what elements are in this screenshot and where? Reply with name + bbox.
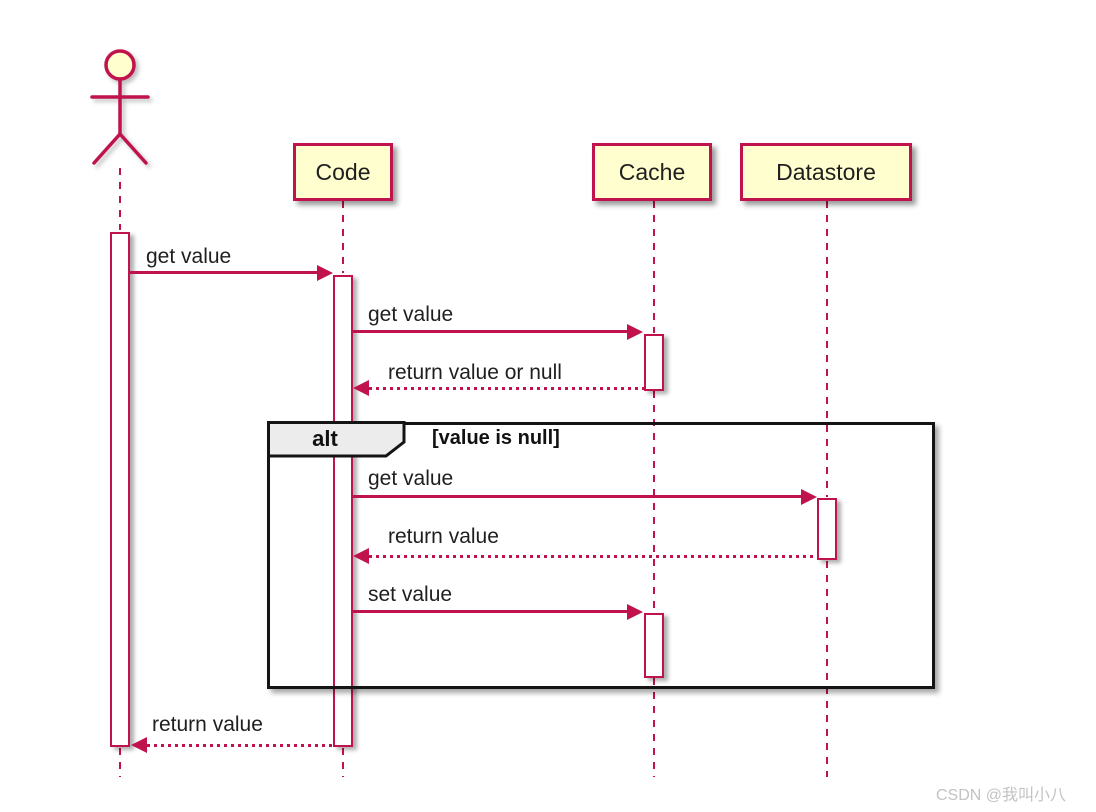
watermark-text: CSDN @我叫小八 — [936, 787, 1067, 804]
message-label-2: get value — [368, 303, 454, 326]
participant-box-cache: Cache — [592, 143, 712, 201]
message-label-6: set value — [368, 583, 453, 606]
message-arrow-5 — [369, 555, 817, 558]
lifeline-cache-3 — [653, 678, 655, 777]
message-arrow-6 — [353, 610, 627, 613]
activation-bar-datastore — [817, 498, 837, 560]
participant-box-datastore: Datastore — [740, 143, 912, 201]
actor-icon — [90, 49, 150, 165]
alt-operator-label: alt — [312, 426, 338, 451]
participant-label-cache: Cache — [618, 158, 686, 185]
participant-box-code: Code — [293, 143, 393, 201]
message-label-5: return value — [388, 525, 499, 548]
arrowhead-left-icon — [353, 380, 369, 396]
message-arrow-3 — [369, 387, 644, 390]
message-label-3: return value or null — [388, 361, 562, 384]
participant-label-datastore: Datastore — [776, 158, 876, 185]
activation-bar-cache-1 — [644, 334, 664, 391]
arrowhead-right-icon — [801, 489, 817, 505]
alt-fragment-frame — [267, 422, 935, 689]
lifeline-actor-top — [119, 168, 121, 230]
message-label-1: get value — [146, 245, 232, 268]
lifeline-datastore-1 — [826, 201, 828, 497]
lifeline-cache-1 — [653, 201, 655, 333]
arrowhead-right-icon — [627, 324, 643, 340]
activation-bar-cache-2 — [644, 613, 664, 678]
message-arrow-1 — [130, 271, 317, 274]
message-label-7: return value — [152, 713, 263, 736]
arrowhead-right-icon — [317, 265, 333, 281]
message-label-4: get value — [368, 467, 454, 490]
alt-operator-pentagon — [267, 421, 406, 458]
message-arrow-7 — [147, 744, 333, 747]
arrowhead-left-icon — [353, 548, 369, 564]
lifeline-cache-2 — [653, 391, 655, 612]
message-arrow-2 — [353, 330, 627, 333]
lifeline-actor-bottom — [119, 748, 121, 777]
arrowhead-left-icon — [131, 737, 147, 753]
activation-bar-code — [333, 275, 353, 747]
participant-label-code: Code — [315, 158, 371, 185]
lifeline-datastore-2 — [826, 561, 828, 777]
lifeline-code-top — [342, 201, 344, 273]
activation-bar-actor — [110, 232, 130, 747]
lifeline-code-bottom — [342, 748, 344, 777]
message-arrow-4 — [353, 495, 801, 498]
arrowhead-right-icon — [627, 604, 643, 620]
alt-guard-label: [value is null] — [432, 427, 560, 449]
